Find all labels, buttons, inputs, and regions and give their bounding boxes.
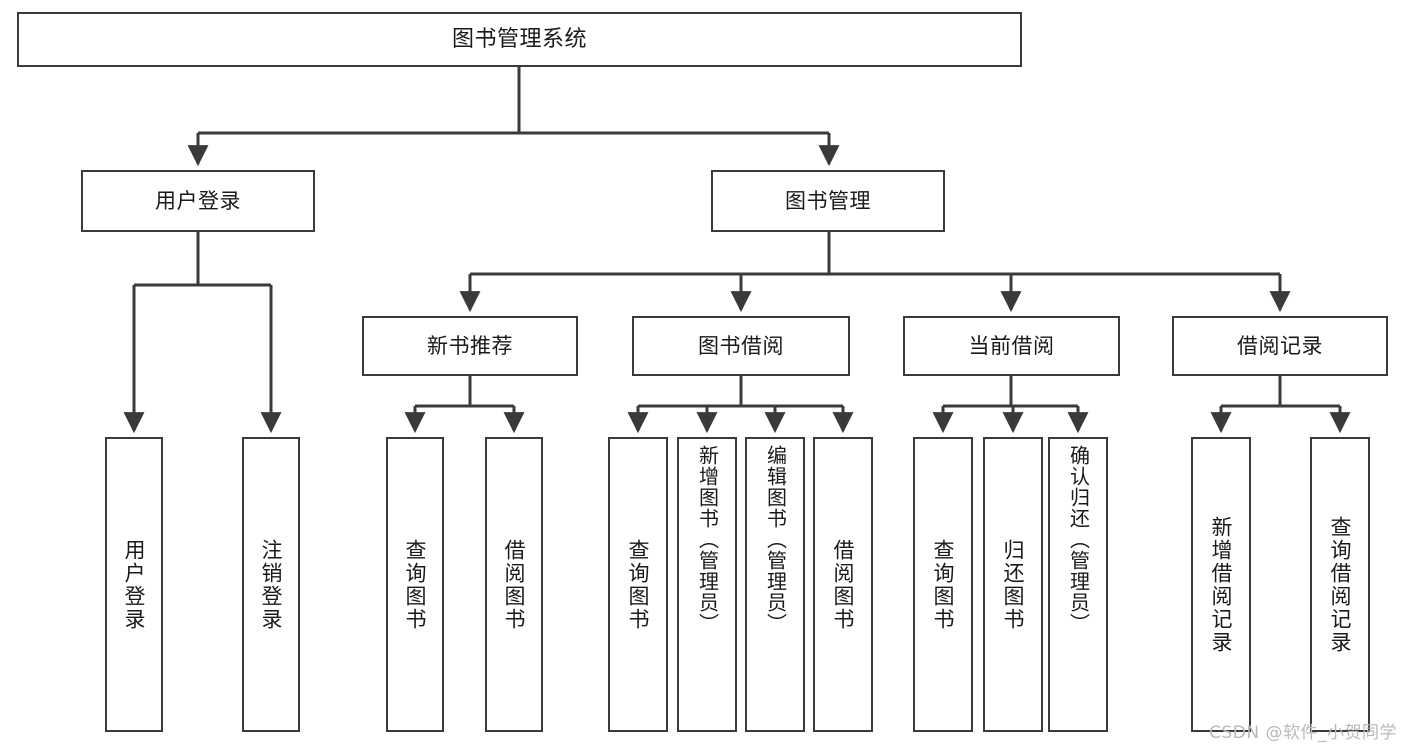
node-new-book-recommend: 新书推荐 xyxy=(362,316,578,376)
leaf-new-books-query: 查询图书 xyxy=(386,437,444,732)
leaf-current-confirm-return: 确认归还（管理员） xyxy=(1048,437,1108,732)
leaf-new-books-borrow-label: 借阅图书 xyxy=(502,538,527,631)
leaf-user-logout-label: 注销登录 xyxy=(259,538,284,631)
node-current-borrow-label: 当前借阅 xyxy=(968,333,1055,358)
leaf-records-add: 新增借阅记录 xyxy=(1191,437,1251,732)
leaf-current-query-label: 查询图书 xyxy=(931,538,956,631)
node-book-borrow: 图书借阅 xyxy=(632,316,850,376)
leaf-borrow-borrow-book-label: 借阅图书 xyxy=(831,538,856,631)
leaf-current-return-label: 归还图书 xyxy=(1001,538,1026,631)
leaf-current-confirm-return-label: 确认归还（管理员） xyxy=(1066,445,1091,634)
node-book-management: 图书管理 xyxy=(711,170,945,232)
leaf-records-add-label: 新增借阅记录 xyxy=(1209,515,1234,654)
node-borrow-records: 借阅记录 xyxy=(1172,316,1388,376)
node-book-management-label: 图书管理 xyxy=(785,188,871,213)
node-root-system-label: 图书管理系统 xyxy=(451,26,587,52)
node-new-book-recommend-label: 新书推荐 xyxy=(427,333,513,358)
leaf-borrow-edit-book-label: 编辑图书（管理员） xyxy=(763,445,788,634)
leaf-new-books-borrow: 借阅图书 xyxy=(485,437,543,732)
leaf-borrow-add-book: 新增图书（管理员） xyxy=(677,437,737,732)
leaf-records-query: 查询借阅记录 xyxy=(1310,437,1370,732)
leaf-new-books-query-label: 查询图书 xyxy=(403,538,428,631)
node-root-system: 图书管理系统 xyxy=(17,12,1022,67)
node-borrow-records-label: 借阅记录 xyxy=(1237,333,1323,358)
leaf-current-return: 归还图书 xyxy=(983,437,1043,732)
node-current-borrow: 当前借阅 xyxy=(903,316,1120,376)
leaf-borrow-add-book-label: 新增图书（管理员） xyxy=(695,445,720,634)
leaf-borrow-borrow-book: 借阅图书 xyxy=(813,437,873,732)
node-user-login: 用户登录 xyxy=(81,170,315,232)
leaf-user-login: 用户登录 xyxy=(105,437,163,732)
leaf-borrow-query: 查询图书 xyxy=(608,437,668,732)
leaf-current-query: 查询图书 xyxy=(913,437,973,732)
leaf-user-login-label: 用户登录 xyxy=(122,538,147,631)
leaf-borrow-edit-book: 编辑图书（管理员） xyxy=(745,437,805,732)
leaf-borrow-query-label: 查询图书 xyxy=(626,538,651,631)
node-book-borrow-label: 图书借阅 xyxy=(698,333,784,358)
leaf-user-logout: 注销登录 xyxy=(242,437,300,732)
node-user-login-label: 用户登录 xyxy=(155,188,241,213)
watermark-text: CSDN @软件_小贺同学 xyxy=(1209,723,1397,743)
leaf-records-query-label: 查询借阅记录 xyxy=(1328,515,1353,654)
